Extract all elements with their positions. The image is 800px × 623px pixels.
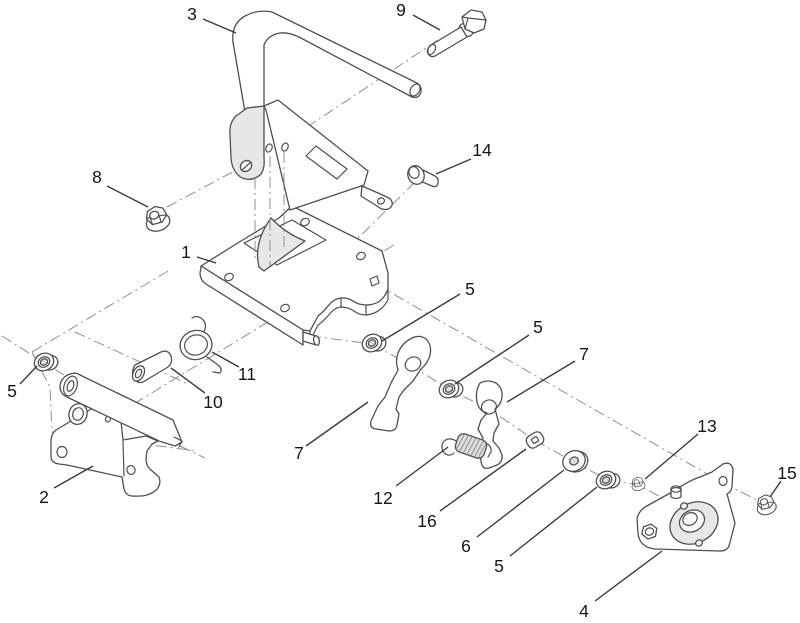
leader-line bbox=[53, 465, 94, 489]
callout-flange-nut-upper: 8 bbox=[92, 167, 149, 208]
part-number-label: 8 bbox=[92, 167, 102, 187]
leader-line bbox=[202, 18, 237, 34]
part-number-label: 1 bbox=[181, 242, 191, 262]
leader-line bbox=[435, 158, 472, 175]
part-4-idler-bracket bbox=[636, 462, 736, 552]
part-number-label: 2 bbox=[39, 487, 49, 507]
part-8-flange-nut bbox=[141, 202, 173, 235]
part-number-label: 7 bbox=[579, 344, 589, 364]
part-number-label: 9 bbox=[396, 0, 406, 20]
leader-line bbox=[412, 14, 441, 31]
callout-support-bracket: 1 bbox=[181, 242, 217, 264]
part-16-keeper-washer bbox=[525, 431, 545, 449]
part-12-extension-spring bbox=[441, 433, 492, 459]
callout-flange-bushing-a: 5 bbox=[381, 279, 475, 342]
part-number-label: 3 bbox=[187, 4, 197, 24]
callout-flange-bushing-c: 5 bbox=[494, 486, 598, 576]
part-number-label: 5 bbox=[494, 556, 504, 576]
part-1-support-bracket bbox=[199, 205, 389, 346]
part-number-label: 15 bbox=[777, 463, 796, 483]
part-number-label: 12 bbox=[373, 488, 392, 508]
part-11-torsion-spring bbox=[179, 315, 222, 374]
part-number-label: 5 bbox=[533, 317, 543, 337]
callout-keeper-washer: 16 bbox=[417, 448, 527, 531]
part-13-lock-nut bbox=[629, 475, 647, 493]
callout-lock-nut: 13 bbox=[644, 416, 717, 480]
part-number-label: 14 bbox=[472, 140, 492, 160]
callout-flange-nut-lower: 15 bbox=[769, 463, 797, 498]
callout-flange-bushing-left: 5 bbox=[7, 365, 38, 401]
callout-handle-lever-weldment: 3 bbox=[187, 4, 237, 34]
leader-line bbox=[19, 365, 38, 385]
part-number-label: 6 bbox=[461, 536, 471, 556]
leader-line bbox=[509, 486, 598, 557]
leader-line bbox=[211, 351, 240, 368]
leader-line bbox=[506, 360, 576, 403]
part-5-flange-bushing-c bbox=[592, 465, 624, 495]
leader-line bbox=[454, 334, 530, 385]
leader-line bbox=[106, 185, 149, 208]
leader-line bbox=[439, 448, 527, 512]
part-3-handle-lever-weldment bbox=[229, 10, 422, 272]
part-7-brake-lever-left bbox=[369, 335, 432, 432]
callout-pivot-bracket-weldment: 2 bbox=[39, 465, 94, 507]
part-2-pivot-bracket-weldment bbox=[50, 372, 183, 497]
leader-line bbox=[644, 433, 699, 480]
part-number-label: 13 bbox=[697, 416, 716, 436]
callout-brake-lever-left: 7 bbox=[294, 401, 369, 463]
part-number-label: 11 bbox=[238, 364, 256, 384]
callout-spacer-bushing: 10 bbox=[170, 367, 223, 412]
part-number-label: 16 bbox=[417, 511, 436, 531]
callout-flat-washer: 6 bbox=[461, 469, 565, 556]
callout-hex-flange-bolt: 9 bbox=[396, 0, 441, 31]
part-5-flange-bushing-left bbox=[30, 347, 62, 377]
callout-flange-bushing-b: 5 bbox=[454, 317, 543, 385]
callout-shoulder-bolt: 14 bbox=[435, 140, 492, 175]
part-9-hex-flange-bolt bbox=[426, 9, 487, 58]
callout-extension-spring: 12 bbox=[373, 446, 449, 508]
leader-line bbox=[196, 256, 217, 264]
part-14-shoulder-bolt bbox=[407, 165, 439, 188]
leader-line bbox=[594, 550, 663, 602]
part-10-spacer-bushing bbox=[131, 350, 173, 384]
leader-line bbox=[305, 401, 369, 447]
part-number-label: 5 bbox=[7, 381, 17, 401]
part-number-label: 4 bbox=[579, 601, 589, 621]
callout-brake-lever-right: 7 bbox=[506, 344, 589, 403]
part-number-label: 7 bbox=[294, 443, 304, 463]
part-6-flat-washer bbox=[562, 450, 589, 473]
leader-line bbox=[395, 446, 449, 487]
part-15-flange-nut bbox=[753, 492, 779, 518]
leader-line bbox=[170, 367, 206, 394]
callout-idler-bracket: 4 bbox=[579, 550, 663, 621]
part-number-label: 10 bbox=[203, 392, 223, 412]
callout-torsion-spring: 11 bbox=[211, 351, 256, 384]
leader-line bbox=[476, 469, 565, 538]
handle-bolt-centerlines bbox=[254, 152, 285, 266]
part-number-label: 5 bbox=[465, 279, 475, 299]
leader-line bbox=[769, 480, 782, 498]
leader-line bbox=[381, 293, 461, 342]
part-5-flange-bushing-a bbox=[358, 328, 390, 358]
